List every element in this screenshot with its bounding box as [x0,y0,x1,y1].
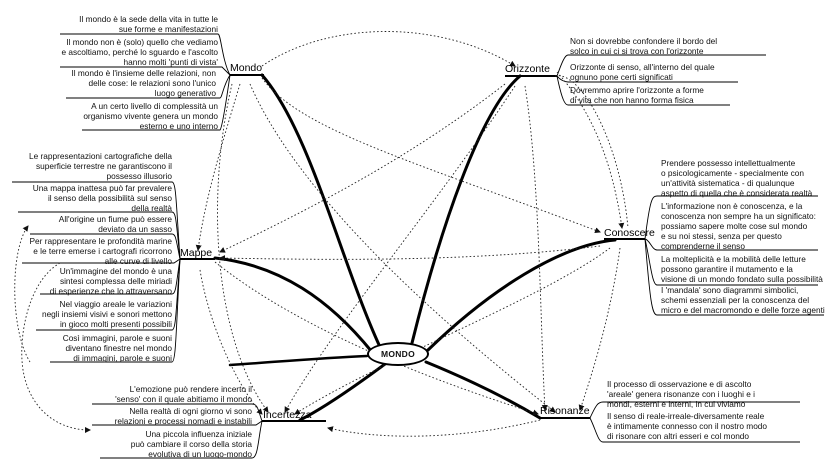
branch-conoscere [426,238,617,352]
note-risonanze-2: Il senso di reale-irreale-diversamente r… [607,411,768,441]
branch-risonanze [424,360,542,420]
topic-mappe[interactable]: Mappe [180,247,213,259]
note-mondo-1: Il mondo è la sede della vita in tutte l… [79,14,218,34]
topic-underlines [180,74,645,422]
topic-mondo[interactable]: Mondo [230,62,263,74]
note-orizzonte-2: Orizzonte di senso, all'interno del qual… [570,62,715,82]
branch-incertezza [298,362,387,422]
topic-conoscere[interactable]: Conoscere [604,227,655,239]
note-incertezza-1: L'emozione può rendere incerto il'senso'… [115,384,252,404]
branch-mappe [213,256,374,354]
main-branches [213,73,617,422]
topic-orizzonte[interactable]: Orizzonte [505,63,550,75]
branch-orizzonte [410,74,522,345]
note-risonanze-1: Il processo di osservazione e di ascolto… [607,379,755,409]
note-conoscere-3: La molteplicità e la mobilità delle lett… [661,254,823,284]
dotted-relations [14,31,629,437]
note-conoscere-4: I 'mandala' sono diagrammi simbolici,sch… [661,285,825,315]
topic-risonanze[interactable]: Risonanze [540,405,590,417]
note-mondo-2: Il mondo non è (solo) quello che vediamo… [61,37,218,67]
center-node-label: MONDO [380,349,416,359]
center-node[interactable]: MONDO [367,342,429,366]
branch-tail-left [228,354,369,367]
note-mondo-3: Il mondo è l'insieme delle relazioni, no… [71,68,216,98]
topic-incertezza[interactable]: Incertezza [263,409,312,421]
note-brackets [12,33,824,459]
branch-mondo [260,73,382,349]
